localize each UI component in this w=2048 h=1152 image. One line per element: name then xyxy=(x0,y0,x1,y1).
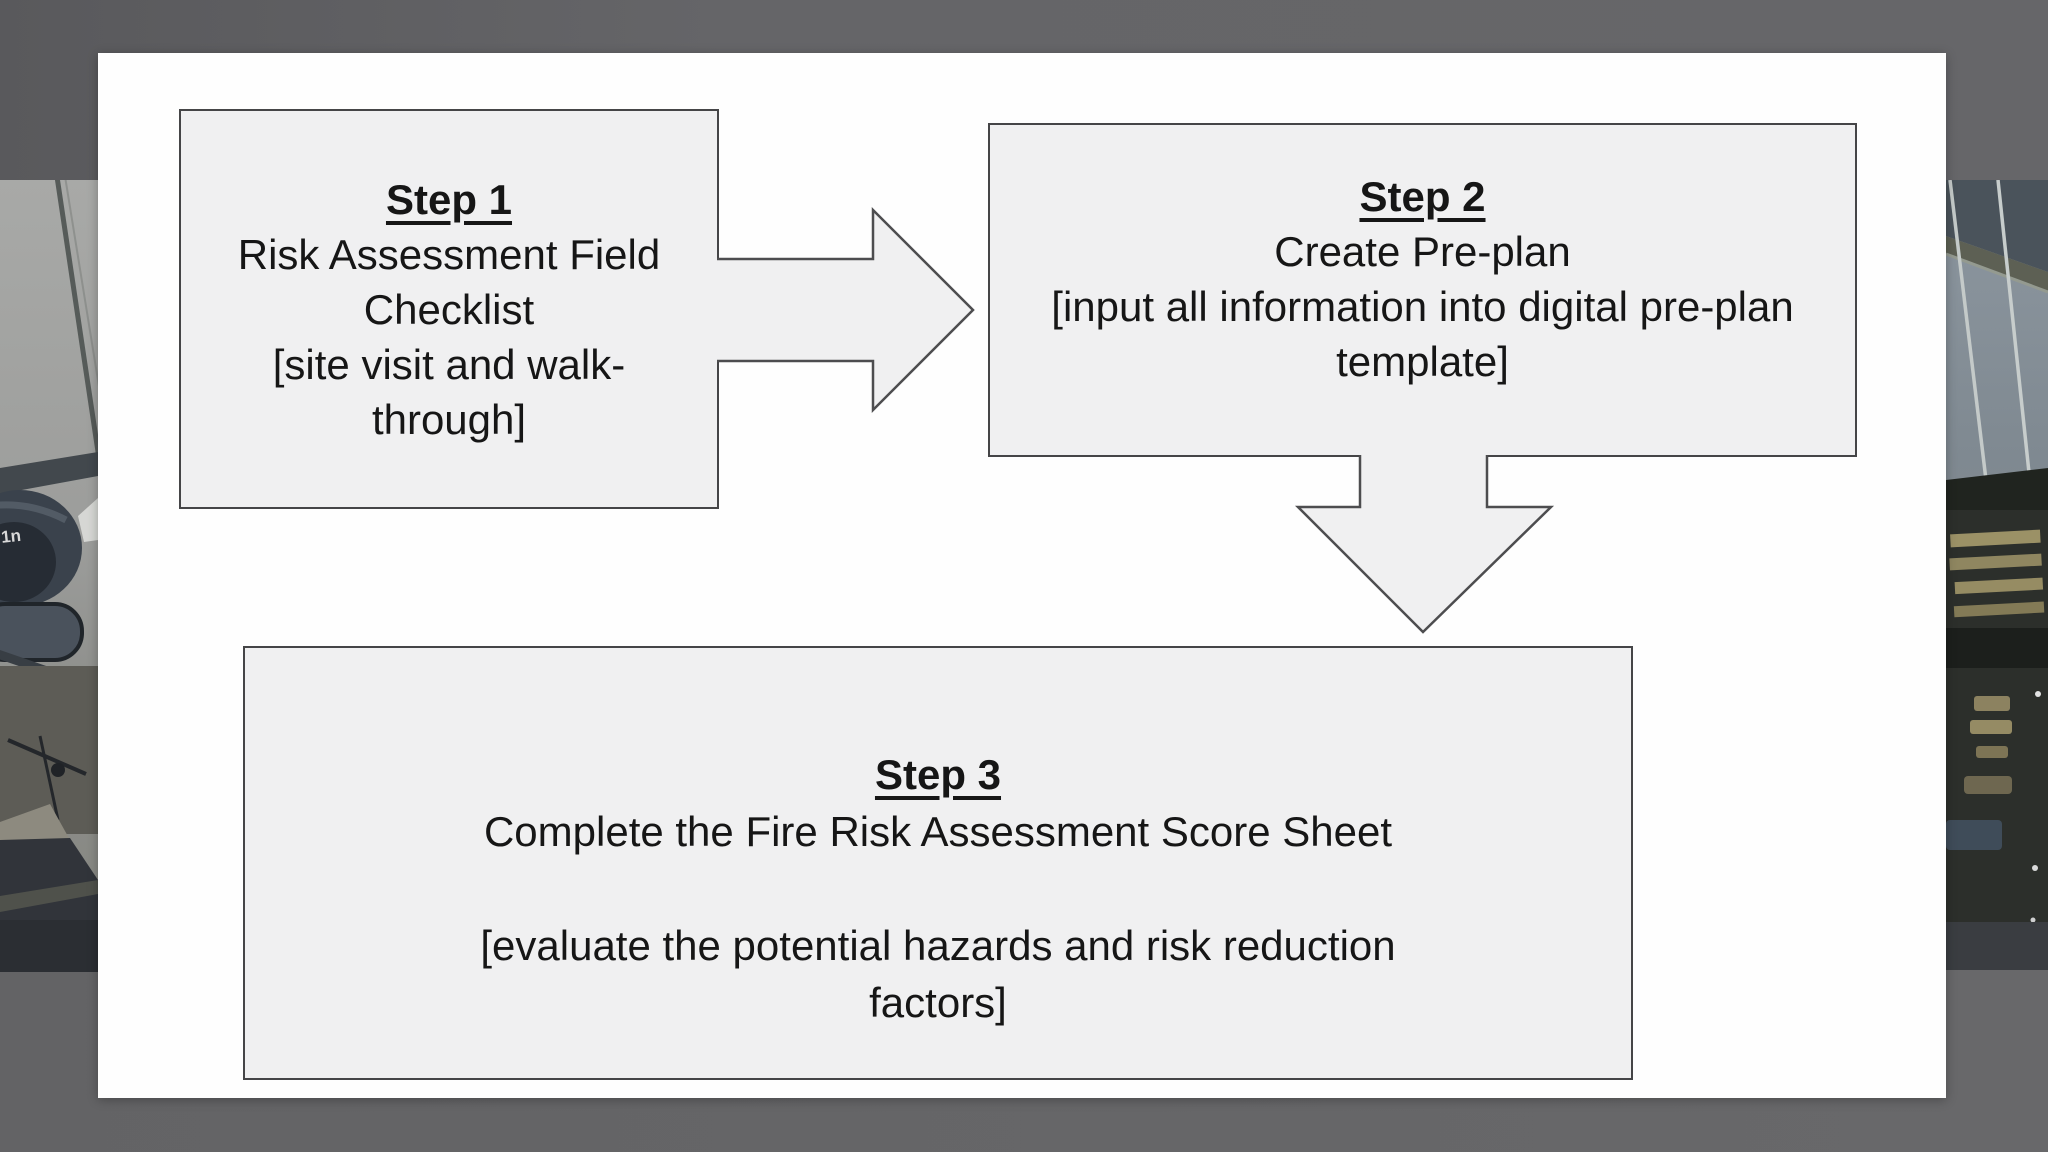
photo-right-bottom xyxy=(1946,922,2048,970)
photo-right-tan-blob-4 xyxy=(1964,776,2012,794)
photo-right-tan-blob xyxy=(1974,696,2010,711)
photo-right-window xyxy=(1946,628,2048,668)
photo-left-wiper xyxy=(7,738,87,776)
step-1-title: Step 1 xyxy=(385,175,513,223)
photo-left-cable xyxy=(54,180,98,466)
photo-right-blue-panel xyxy=(1946,820,2002,850)
photo-left-wiper-2 xyxy=(38,735,60,821)
photo-marking-text: 1n xyxy=(0,526,22,547)
photo-right-tan-blob-2 xyxy=(1970,720,2012,734)
step-2-text-line: template] xyxy=(1336,338,1509,385)
photo-right-light-dot xyxy=(2035,691,2041,697)
photo-right-beam-band xyxy=(1946,236,2048,292)
step-1-text-line: [site visit and walk- xyxy=(272,340,626,388)
photo-right-beam-edge xyxy=(1946,252,2048,294)
photo-right-cable-1 xyxy=(1948,180,1988,481)
photo-right-light-dot-2 xyxy=(2032,865,2038,871)
step-2-text-line: Create Pre-plan xyxy=(1274,228,1571,275)
background-photo-left: 1n xyxy=(0,180,98,972)
photo-left-handlebar xyxy=(0,452,98,494)
photo-right-bridge-beam xyxy=(1946,180,2048,272)
step-2-text-line: [input all information into digital pre-… xyxy=(1051,283,1794,330)
step-1-box: Step 1 Risk Assessment Field Checklist [… xyxy=(179,109,719,509)
photo-left-streak xyxy=(0,880,98,912)
photo-right-light-dot-3 xyxy=(2030,917,2036,923)
background-photo-right xyxy=(1946,180,2048,970)
photo-left-white-wedge xyxy=(78,498,98,542)
step-2-title: Step 2 xyxy=(1359,173,1486,220)
step-1-text-line: through] xyxy=(371,395,527,443)
step-1-text-line: Risk Assessment Field xyxy=(237,230,661,278)
step-3-box: Step 3 Complete the Fire Risk Assessment… xyxy=(243,646,1633,1080)
step-3-text-line: Complete the Fire Risk Assessment Score … xyxy=(483,807,1393,855)
photo-left-mirror xyxy=(0,602,84,662)
step-2-box: Step 2 Create Pre-plan [input all inform… xyxy=(988,123,1857,457)
photo-right-cable-2 xyxy=(1996,180,2032,483)
photo-left-knob xyxy=(51,763,65,777)
step-1-text-line: Checklist xyxy=(363,285,535,333)
step-3-title: Step 3 xyxy=(874,750,1002,798)
photo-right-truck-top xyxy=(1946,468,2048,522)
photo-right-tan-blob-3 xyxy=(1976,746,2008,758)
photo-left-bottom xyxy=(0,920,98,972)
photo-left-highlight xyxy=(0,501,68,524)
step-3-text-line: factors] xyxy=(869,978,1007,1026)
photo-right-ladder-slats xyxy=(1949,529,2045,618)
photo-left-cable-2 xyxy=(64,180,98,387)
step-3-text-line: [evaluate the potential hazards and risk… xyxy=(480,921,1396,969)
photo-left-mirror-dark xyxy=(0,522,56,602)
